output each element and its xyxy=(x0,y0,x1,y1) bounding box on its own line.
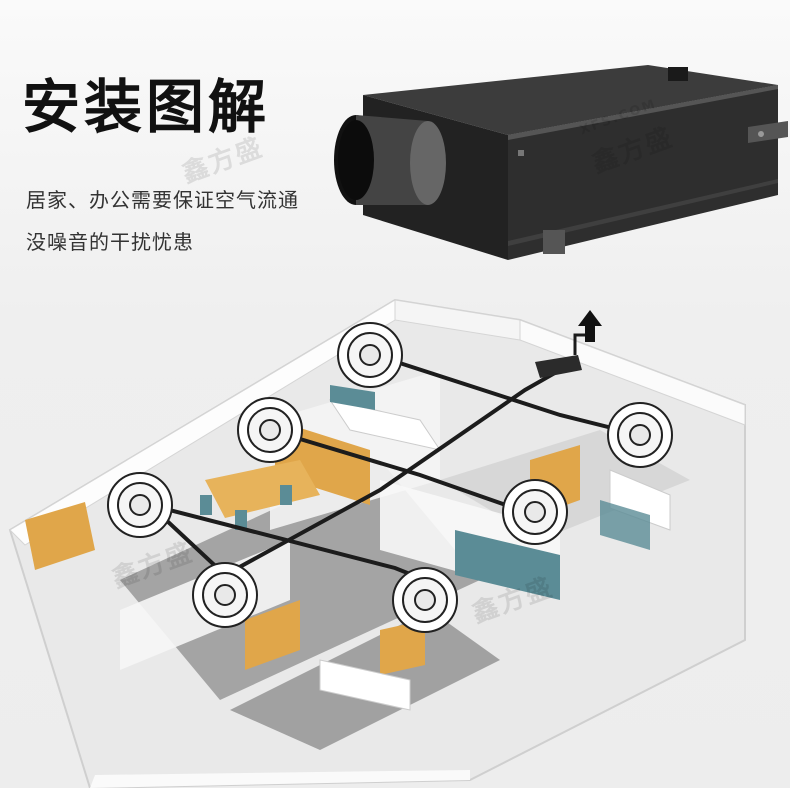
floor-plan-illustration xyxy=(8,298,746,788)
page-title: 安装图解 xyxy=(22,73,271,141)
up-arrow-icon xyxy=(578,310,602,342)
subtitle-line-2: 没噪音的干扰忧患 xyxy=(26,230,194,254)
duct-fan-product-image xyxy=(334,65,788,260)
subtitle-line-1: 居家、办公需要保证空气流通 xyxy=(26,188,299,212)
